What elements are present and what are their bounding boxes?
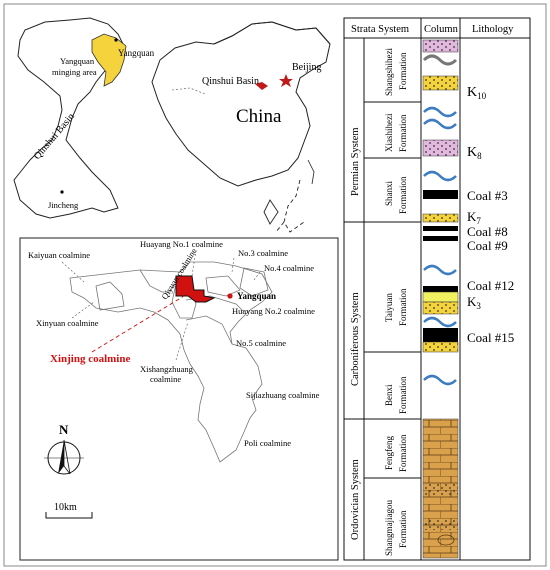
mining-area-label-1: Yangquan [60,56,95,66]
scale-label: 10km [54,502,77,513]
qinshui-basin-map: Yangquan Yangquan minging area Qinshui B… [13,17,155,219]
k10-label: K10 [467,85,487,101]
lithology-column [422,39,459,559]
china-map: Beijing Qinshui Basin China [151,21,331,233]
shangshihezi-label: Shangshihezi [384,48,394,96]
china-label: China [236,106,282,127]
huayang2-label: Huayang No.2 coalmine [232,306,315,316]
xiashihezi-formation-label: Formation [398,114,408,152]
k3-label: K3 [467,294,481,311]
header-lithology: Lithology [472,24,514,35]
xinjing-label: Xinjing coalmine [50,353,130,365]
benxi-label: Benxi [384,384,394,406]
coal3-label: Coal #3 [467,188,508,203]
taiyuan-formation-label: Formation [398,288,408,326]
carboniferous-system-label: Carboniferous System [350,292,361,386]
header-strata: Strata System [351,24,409,35]
taiyuan-label: Taiyuan [384,293,394,322]
coalmine-map-frame [19,237,339,561]
north-label: N [59,422,69,437]
k7-label: K7 [467,209,481,226]
huayang1-label: Huayang No.1 coalmine [140,239,223,249]
beijing-label: Beijing [292,62,321,73]
xinyuan-label: Xinyuan coalmine [36,318,99,328]
poli-label: Poli coalmine [244,438,291,448]
outer-frame [3,3,547,567]
beijing-star-icon [279,74,293,87]
sijiazhuang-label: Sijiazhuang coalmine [246,390,320,400]
stratigraphic-column: Strata System Column Lithology Permian S… [343,17,531,561]
north-arrow-icon: N [44,422,84,475]
xinjing-coalmine-area [175,275,216,303]
coalmine-map: Kaiyuan coalmine Huayang No.1 coalmine N… [19,237,339,561]
shangshihezi-formation-label: Formation [398,52,408,90]
qinshui-basin-label-right: Qinshui Basin [202,76,259,87]
coal9-label: Coal #9 [467,238,508,253]
yangquan-label-small: Yangquan [118,48,155,58]
xishangzhuang-label-2: coalmine [150,374,181,384]
coal8-label: Coal #8 [467,224,508,239]
xiashihezi-label: Xiashihezi [384,113,394,152]
fengfeng-label: Fengfeng [384,436,394,470]
xishangzhuang-label-1: Xishangzhuang [140,364,194,374]
qinshui-basin-label-left: Qinshui Basin [32,111,77,162]
header-column: Column [424,24,459,35]
no5-label: No.5 coalmine [236,338,286,348]
scale-bar: 10km [45,502,93,519]
jincheng-label: Jincheng [48,200,79,210]
permian-system-label: Permian System [350,127,361,196]
shanxi-label: Shanxi [384,181,394,207]
coal15-label: Coal #15 [467,330,514,345]
shangmajiagou-label: Shangmajiagou [384,500,394,556]
shanxi-formation-label: Formation [398,176,408,214]
yangquan-dot-icon [227,293,233,299]
no4-label: No.4 coalmine [264,263,314,273]
no3-label: No.3 coalmine [238,248,288,258]
fengfeng-formation-label: Formation [398,434,408,472]
mining-area-label-2: minging area [52,67,97,77]
benxi-formation-label: Formation [398,376,408,414]
shangmajiagou-formation-label: Formation [398,510,408,548]
yangquan-label: Yangquan [237,291,276,301]
k8-label: K8 [467,145,482,161]
coal12-label: Coal #12 [467,278,514,293]
kaiyuan-label: Kaiyuan coalmine [28,250,90,260]
ordovician-system-label: Ordovician System [350,459,361,540]
